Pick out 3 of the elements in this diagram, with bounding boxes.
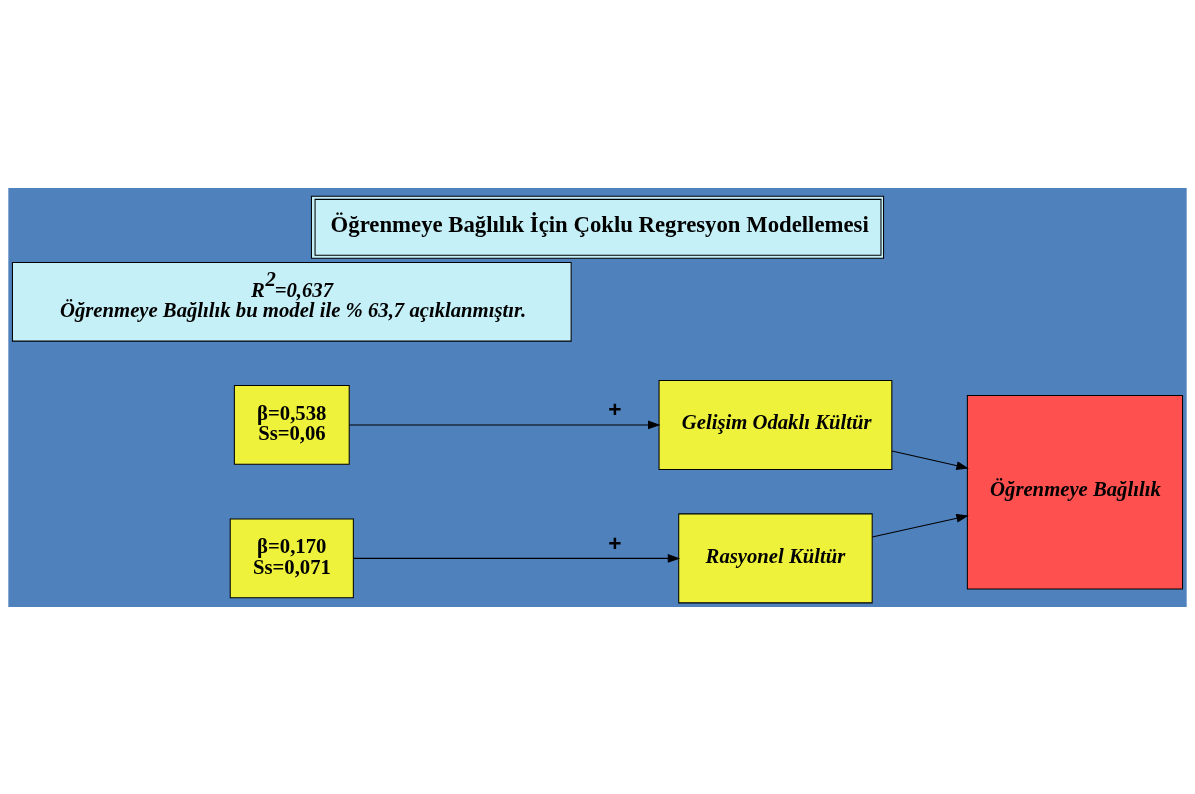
edge-label: + <box>608 395 622 422</box>
edge-label: + <box>608 529 622 556</box>
diagram-title: Öğrenmeye Bağlılık İçin Çoklu Regresyon Modellemesi <box>330 211 869 237</box>
